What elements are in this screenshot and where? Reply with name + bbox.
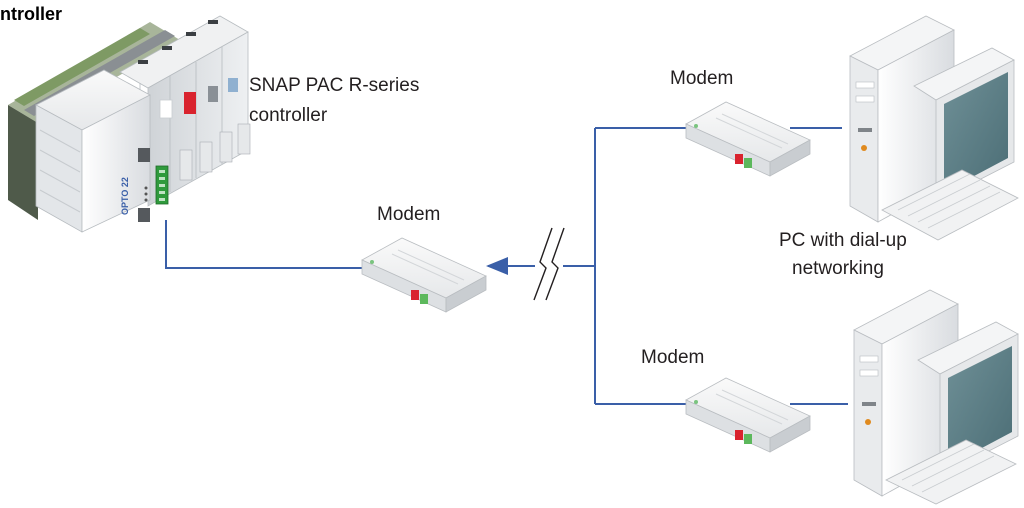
connection-lines — [165, 127, 848, 405]
modem-bottom — [685, 377, 811, 453]
arrow-head — [486, 257, 508, 275]
link-controller-modem — [165, 220, 368, 269]
pc-bottom — [853, 289, 1019, 505]
pc-label-line1: PC with dial-up — [779, 230, 907, 251]
snap-pac-controller — [8, 15, 251, 233]
controller-badge: OPTO 22 — [120, 177, 130, 215]
modem-center — [361, 237, 487, 313]
network-break-symbol — [533, 227, 565, 301]
modem-center-label: Modem — [377, 204, 441, 225]
pc-label-line2: networking — [792, 258, 884, 279]
diagram-heading: ntroller — [0, 4, 63, 24]
controller-label-line1: SNAP PAC R-series — [249, 75, 420, 96]
controller-label-line2: controller — [249, 105, 328, 126]
modem-bottom-label: Modem — [641, 347, 705, 368]
modem-top-label: Modem — [670, 68, 734, 89]
modem-top — [685, 101, 811, 177]
pc-top — [849, 15, 1019, 241]
